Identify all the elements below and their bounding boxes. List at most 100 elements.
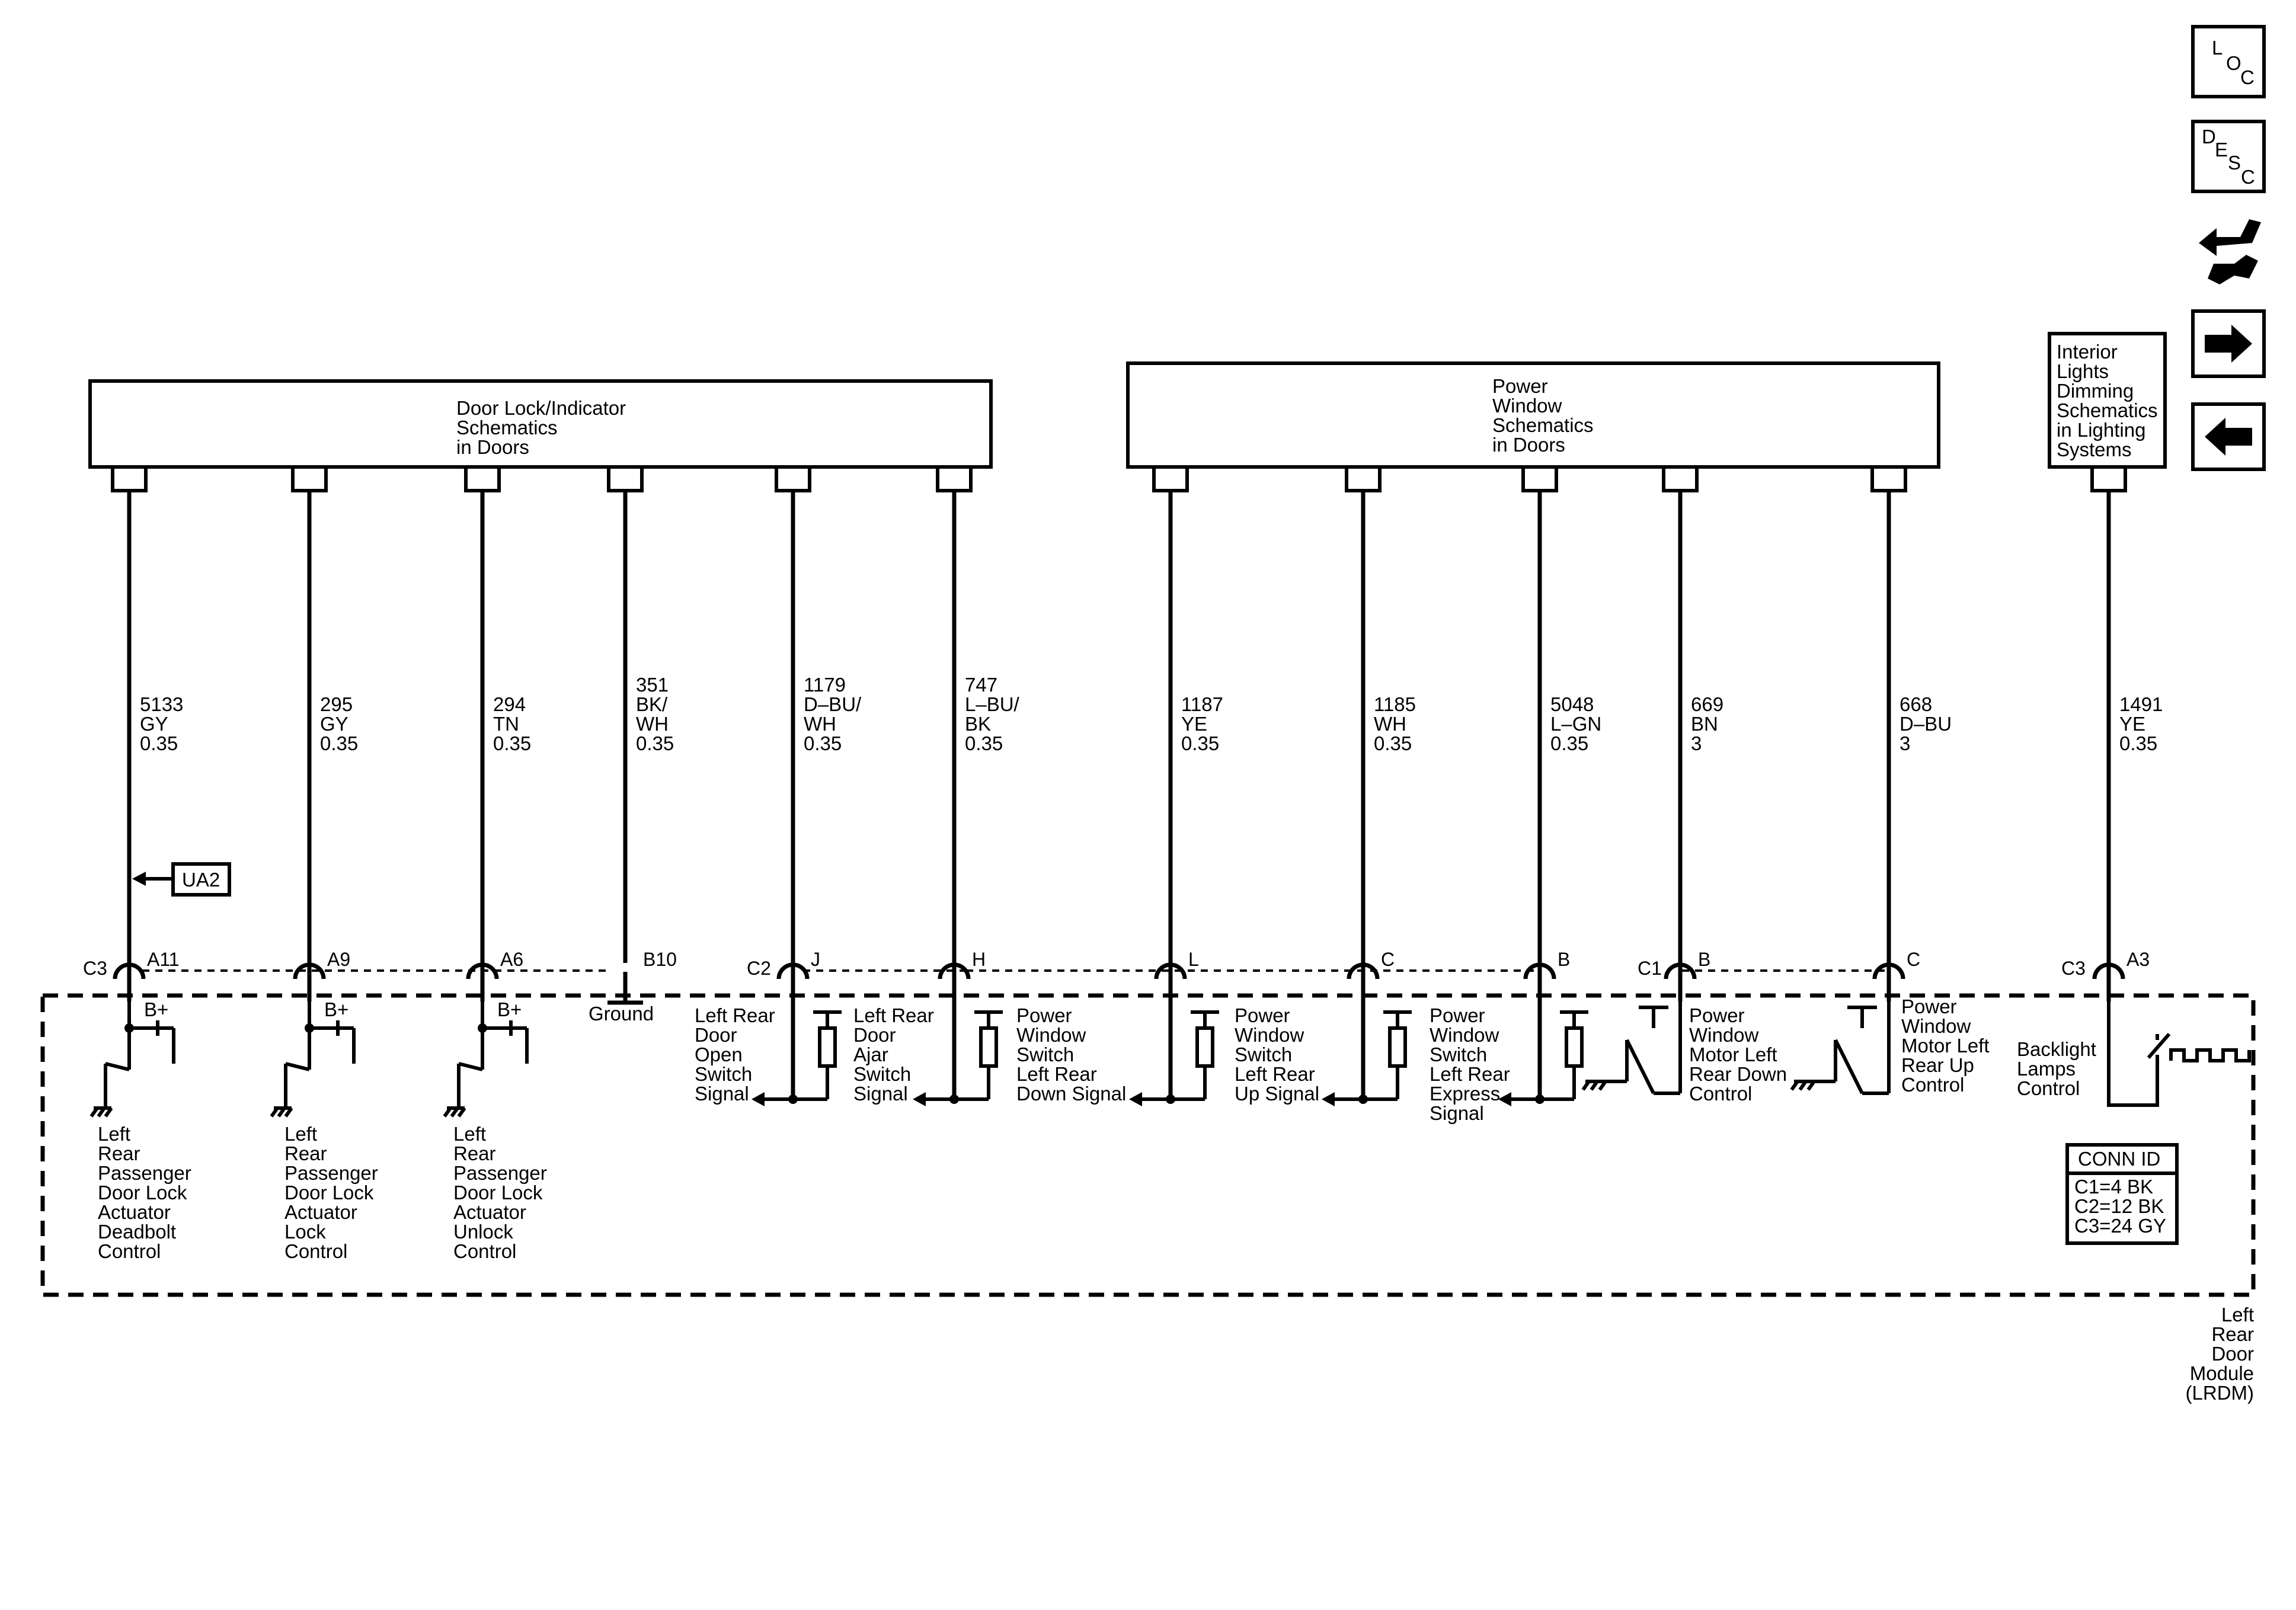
function-text: Window [1689,1024,1759,1046]
pin-B10[interactable]: B10 [643,949,677,970]
wire-circuit-number: 1491 [2119,693,2163,715]
svg-text:Power: Power [1492,375,1548,397]
pin-label: C [1907,949,1920,970]
svg-text:Module: Module [2190,1362,2254,1384]
svg-text:in Lighting: in Lighting [2057,419,2145,441]
wire-size: 0.35 [1550,732,1588,754]
wire-size: 0.35 [2119,732,2157,754]
svg-text:Schematics: Schematics [2057,399,2158,421]
pin-L[interactable]: L [1154,949,1199,1001]
wire-size: 0.35 [140,732,178,754]
svg-text:C: C [2241,166,2255,188]
ground-terminal: Ground [589,972,654,1025]
pin-A9[interactable]: A9 [293,949,350,1001]
ua2-reference[interactable]: UA2 [132,862,231,897]
connector-tool-icon[interactable] [2199,219,2261,284]
wire-size: 0.35 [493,732,531,754]
function-text: Window [1901,1015,1971,1037]
function-text: Actuator [98,1201,171,1223]
wire-color: D–BU [1900,713,1952,735]
function-text: Window [1235,1024,1304,1046]
function-text: Power [1430,1004,1485,1026]
function-text: Passenger [98,1162,191,1184]
wire-color: TN [493,713,519,735]
ground-icon [270,1106,293,1118]
svg-text:Lamps: Lamps [2017,1058,2076,1080]
nav-icon-group: L O C D E S C [2191,25,2266,471]
function-text: Express [1430,1083,1500,1105]
wire-size: 0.35 [636,732,674,754]
wire-color: GY [140,713,168,735]
function-text: Door Lock [98,1182,187,1204]
wire-size: 0.35 [965,732,1003,754]
function-text: Left Rear [1016,1063,1097,1085]
b-plus-label: B+ [497,998,522,1020]
function-text: Power [1901,996,1957,1017]
svg-text:Window: Window [1492,395,1562,417]
input-circuit-group [752,1001,1588,1106]
function-text: Lock [284,1221,326,1243]
loc-icon[interactable]: L O C [2191,25,2266,98]
svg-text:C: C [2240,66,2255,88]
function-text: Left Rear [1430,1063,1510,1085]
svg-text:Rear: Rear [2211,1323,2254,1345]
svg-text:Left: Left [2221,1304,2254,1326]
function-text: Switch [695,1063,752,1085]
arrow-left-icon[interactable] [2191,402,2266,471]
wire-size: 3 [1691,732,1702,754]
function-text: Actuator [284,1201,357,1223]
wire-circuit-number: 1185 [1374,693,1416,715]
function-text: Door [695,1024,737,1046]
arrow-right-icon[interactable] [2191,309,2266,378]
wire-color: GY [320,713,348,735]
ground-icon [443,1106,466,1118]
function-text: Control [453,1240,516,1262]
input-circuit-1 [752,1001,842,1106]
arrow-icon [913,1092,926,1106]
function-text: Power [1016,1004,1072,1026]
input-circuit-2 [913,1001,1003,1106]
pin-A6[interactable]: A6 [466,949,523,1001]
wire-color-cont: BK [965,713,991,735]
function-text: Up Signal [1235,1083,1319,1105]
conn-id-table: CONN ID C1=4 BK C2=12 BK C3=24 GY [2065,1143,2179,1245]
function-text: Rear Up [1901,1054,1974,1076]
interior-lights-schematics-box[interactable]: Interior Lights Dimming Schematics in Li… [2048,332,2167,469]
function-text: Left Rear [695,1004,775,1026]
function-text: Deadbolt [98,1221,176,1243]
wire-circuit-number: 669 [1691,693,1723,715]
lock-switch-group: B+B+B+ [89,998,529,1118]
input-circuit-4 [1322,1001,1412,1106]
door-lock-schematics-box[interactable]: Door Lock/Indicator Schematics in Doors [88,379,993,469]
function-text: Left [98,1123,130,1145]
pin-label: B10 [643,949,677,970]
desc-icon[interactable]: D E S C [2191,120,2266,193]
svg-text:Schematics: Schematics [456,417,558,438]
connector-c3b-label: C3 [2061,958,2086,979]
pin-B[interactable]: B [1664,949,1710,1001]
pin-label: A6 [500,949,523,970]
power-window-schematics-box[interactable]: Power Window Schematics in Doors [1126,361,1940,469]
function-text: Rear [284,1142,327,1164]
function-text: Left Rear [853,1004,934,1026]
wire-color: YE [1181,713,1207,735]
pin-label: J [811,949,820,970]
pin-label: A11 [147,949,180,970]
pin-A3[interactable]: A3 [2092,949,2150,1001]
